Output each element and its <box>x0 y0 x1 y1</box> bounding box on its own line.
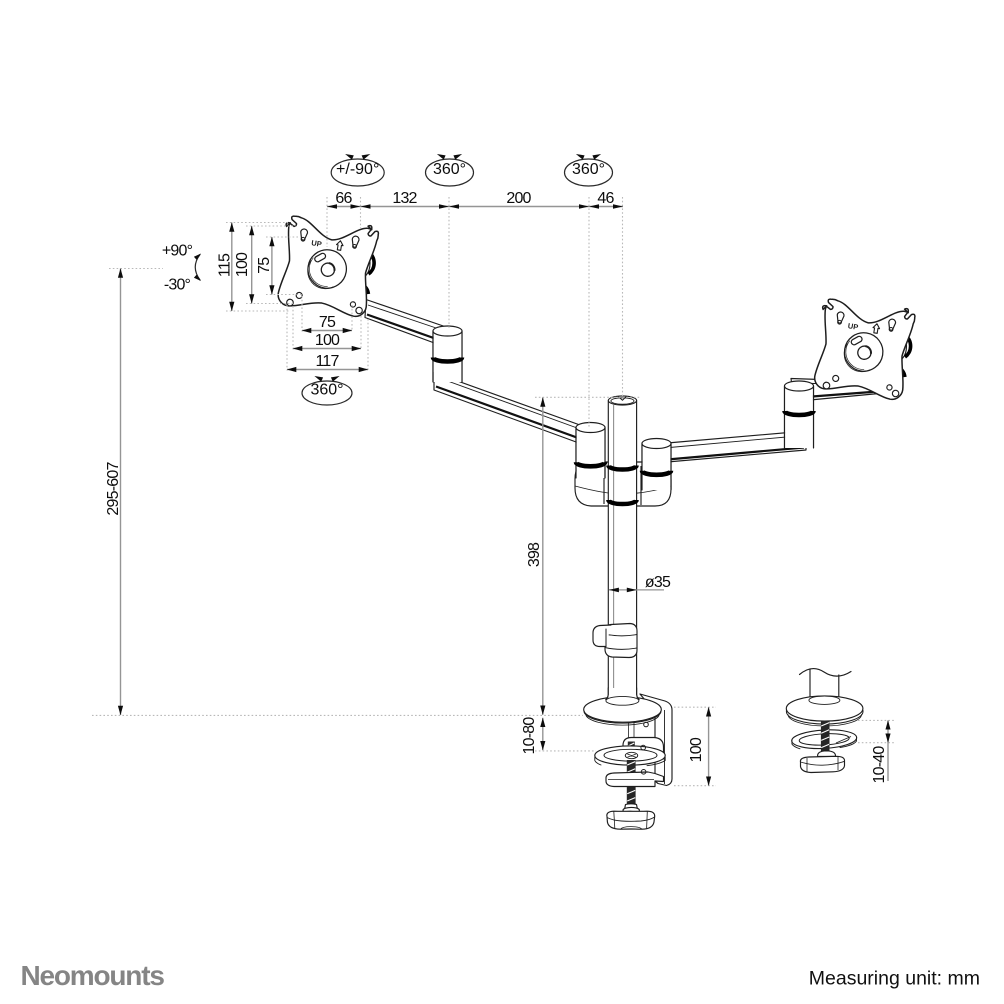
svg-text:100: 100 <box>688 737 705 762</box>
svg-text:UP: UP <box>311 238 323 249</box>
svg-text:Measuring unit: mm: Measuring unit: mm <box>809 968 980 990</box>
svg-text:75: 75 <box>319 314 336 331</box>
svg-text:10-40: 10-40 <box>871 746 888 784</box>
svg-text:132: 132 <box>392 190 417 207</box>
svg-text:200: 200 <box>506 190 531 207</box>
svg-text:-30°: -30° <box>164 277 191 294</box>
svg-text:100: 100 <box>315 332 340 349</box>
svg-text:Neomounts: Neomounts <box>21 960 165 991</box>
svg-text:+90°: +90° <box>162 243 193 260</box>
svg-text:ø35: ø35 <box>645 574 671 591</box>
svg-text:100: 100 <box>234 252 251 277</box>
svg-text:360°: 360° <box>433 161 466 178</box>
svg-text:360°: 360° <box>572 161 605 178</box>
svg-text:+/-90°: +/-90° <box>336 161 379 178</box>
svg-text:398: 398 <box>526 542 543 567</box>
svg-text:360°: 360° <box>310 382 343 399</box>
svg-text:66: 66 <box>335 190 352 207</box>
svg-text:75: 75 <box>256 257 273 274</box>
svg-text:117: 117 <box>315 353 339 370</box>
svg-text:295-607: 295-607 <box>105 462 122 516</box>
svg-text:UP: UP <box>847 321 859 332</box>
svg-text:115: 115 <box>216 253 233 277</box>
svg-text:46: 46 <box>597 190 614 207</box>
svg-text:10-80: 10-80 <box>521 717 538 755</box>
